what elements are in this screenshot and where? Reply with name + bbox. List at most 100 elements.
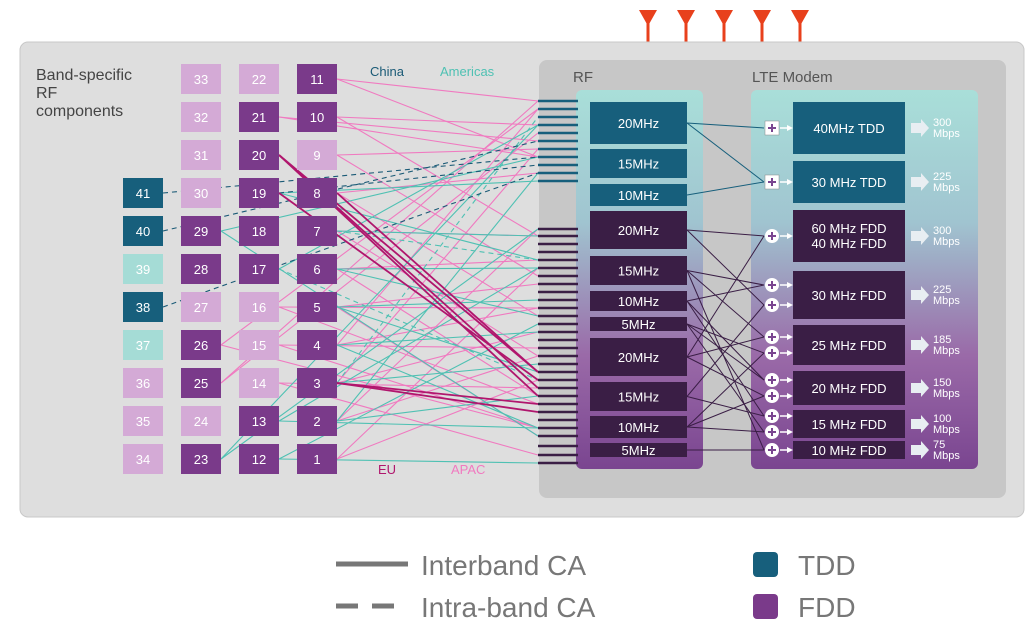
band-box: 17: [239, 254, 279, 284]
rf-modem-link: [686, 323, 765, 433]
throughput-unit: Mbps: [933, 295, 960, 307]
band-number: 37: [136, 338, 150, 353]
band-box: 32: [181, 102, 221, 132]
modem-bandwidth-label: 10 MHz FDD: [811, 443, 886, 458]
rf-block: 5MHz: [590, 443, 687, 458]
throughput-unit: Mbps: [933, 388, 960, 400]
band-number: 19: [252, 186, 266, 201]
output-arrow-icon: [911, 441, 929, 459]
rf-block: 15MHz: [590, 149, 687, 178]
rf-block-label: 15MHz: [618, 264, 659, 279]
band-number: 26: [194, 338, 208, 353]
band-box: 12: [239, 444, 279, 474]
band-number: 25: [194, 376, 208, 391]
antenna-icon: [639, 10, 657, 42]
throughput-unit: Mbps: [933, 345, 960, 357]
output-arrow-icon: [911, 119, 929, 137]
band-number: 34: [136, 452, 150, 467]
band-number: 41: [136, 186, 150, 201]
ca-link: [336, 148, 539, 156]
fdd-swatch: [753, 594, 778, 619]
rf-block-label: 5MHz: [622, 317, 656, 332]
band-number: 27: [194, 300, 208, 315]
throughput-unit: Mbps: [933, 424, 960, 436]
rf-modem-link: [686, 356, 765, 397]
band-number: 23: [194, 452, 208, 467]
band-box: 8: [297, 178, 337, 208]
band-number: 32: [194, 110, 208, 125]
band-box: 39: [123, 254, 163, 284]
ca-link: [336, 267, 539, 270]
band-number: 33: [194, 72, 208, 87]
legend-fdd: FDD: [798, 592, 856, 620]
rf-modem-link: [686, 229, 765, 237]
output-arrow-icon: [911, 227, 929, 245]
throughput-value: 100: [933, 413, 951, 425]
ca-link: [336, 267, 539, 460]
band-box: 13: [239, 406, 279, 436]
combiner-plus-icon: [765, 425, 793, 439]
antenna-icon: [753, 10, 771, 42]
antenna-array: [639, 10, 809, 42]
band-box: 35: [123, 406, 163, 436]
antenna-icon: [677, 10, 695, 42]
ca-link: [336, 230, 539, 357]
band-number: 8: [313, 186, 320, 201]
band-box: 23: [181, 444, 221, 474]
region-label-china: China: [370, 64, 405, 79]
ca-link: [278, 164, 539, 194]
rf-block: 10MHz: [590, 416, 687, 438]
rf-block-label: 10MHz: [618, 188, 659, 203]
legend-intraband: Intra-band CA: [421, 592, 596, 620]
rf-block-label: 15MHz: [618, 390, 659, 405]
ca-link: [162, 140, 539, 232]
band-number: 40: [136, 224, 150, 239]
ca-link: [336, 228, 539, 422]
ca-link: [336, 192, 539, 317]
band-box: 37: [123, 330, 163, 360]
ca-link: [336, 192, 539, 373]
rf-modem-link: [686, 300, 765, 381]
combiner-plus-icon: [765, 409, 793, 423]
rf-input-stubs: [538, 99, 578, 465]
rf-modem-link: [686, 122, 765, 183]
band-number: 38: [136, 300, 150, 315]
rf-modem-link: [686, 395, 765, 428]
throughput-value: 300: [933, 117, 951, 129]
band-number: 39: [136, 262, 150, 277]
combiner-plus-icon: [765, 346, 793, 360]
combiner-plus-icon: [765, 330, 793, 344]
band-box: 30: [181, 178, 221, 208]
legend: Interband CA Intra-band CA TDD FDD: [336, 550, 856, 620]
band-box: 15: [239, 330, 279, 360]
rf-modem-link: [686, 270, 765, 338]
ca-link: [336, 172, 539, 194]
band-box: 16: [239, 292, 279, 322]
band-number: 10: [310, 110, 324, 125]
band-number: 17: [252, 262, 266, 277]
rf-block: 20MHz: [590, 102, 687, 144]
ca-link: [336, 382, 539, 413]
modem-bandwidth-label: 20 MHz FDD: [811, 381, 886, 396]
throughput-unit: Mbps: [933, 450, 960, 462]
band-box: 27: [181, 292, 221, 322]
combiner-plus-icon: [765, 278, 793, 292]
ca-link: [162, 172, 539, 308]
band-number: 35: [136, 414, 150, 429]
ca-link: [336, 148, 539, 384]
band-box: 40: [123, 216, 163, 246]
band-box: 29: [181, 216, 221, 246]
band-box: 41: [123, 178, 163, 208]
throughput-unit: Mbps: [933, 128, 960, 140]
output-arrow-icon: [911, 173, 929, 191]
band-number: 13: [252, 414, 266, 429]
band-box: 21: [239, 102, 279, 132]
band-box: 3: [297, 368, 337, 398]
